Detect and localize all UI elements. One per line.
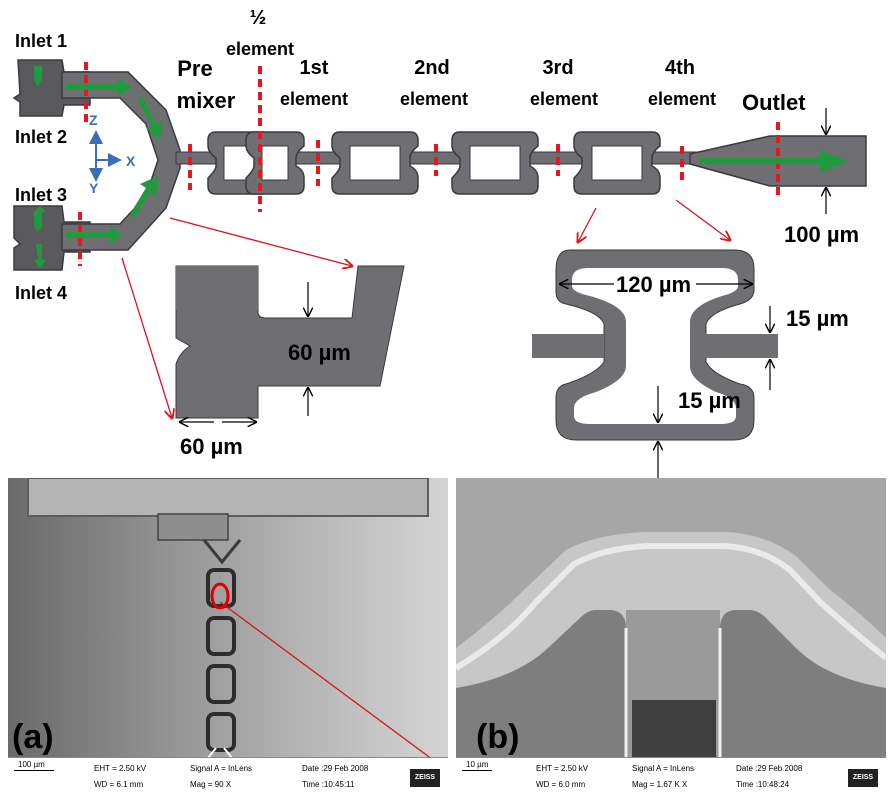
element-3-label: element	[529, 89, 599, 109]
inlet-block-bottom	[13, 205, 91, 271]
wall-width-label: 15 µm	[678, 388, 741, 413]
sem-a-signal: Signal A = InLens	[190, 764, 253, 773]
inlet-1-label: Inlet 1	[15, 31, 68, 51]
pre-mixer-label-line2: mixer	[176, 88, 236, 113]
zeiss-logo: ZEISS	[848, 769, 878, 787]
element-4-label: element	[647, 89, 717, 109]
premix-height-label: 60 µm	[288, 340, 351, 365]
sem-a-scalebar-label: 100 µm	[18, 760, 45, 769]
panel-b-label: (b)	[476, 718, 520, 756]
element-2-ordinal: 2nd	[414, 57, 450, 79]
sem-a-date: Date :29 Feb 2008	[302, 764, 369, 773]
sem-b-info-bar: 10 µm EHT = 2.50 kV WD = 6.0 mm Signal A…	[456, 757, 886, 800]
microfluidic-diagram	[12, 59, 867, 478]
sem-a-scalebar	[14, 764, 54, 771]
axis-triad-icon	[89, 130, 122, 182]
sem-a-info-bar: 100 µm EHT = 2.50 kV WD = 6.1 mm Signal …	[8, 757, 448, 800]
sem-b-scalebar-label: 10 µm	[466, 760, 489, 769]
flow-arrow-icon	[34, 66, 848, 268]
sem-a-mag: Mag = 90 X	[190, 780, 232, 789]
element-detail	[532, 249, 778, 441]
mixing-element-1	[245, 131, 305, 195]
cut-marker-icon	[78, 62, 780, 266]
sem-a-time: Time :10:45:11	[302, 780, 355, 789]
axis-z-label: Z	[89, 112, 98, 128]
sem-panel-b: (b) 10 µm EHT = 2.50 kV WD = 6.0 mm Sign…	[456, 478, 886, 800]
sem-b-eht: EHT = 2.50 kV	[536, 764, 589, 773]
axis-y-label: Y	[89, 180, 99, 196]
half-element-label: element	[225, 39, 295, 59]
outlet-width-label: 100 µm	[784, 222, 860, 247]
dimension-arrows	[180, 108, 826, 478]
pre-mixer-channel	[61, 71, 181, 251]
premix-detail	[175, 265, 405, 419]
axis-x-label: X	[126, 153, 136, 169]
inlet-4-label: Inlet 4	[15, 283, 68, 303]
sem-a-wd: WD = 6.1 mm	[94, 780, 144, 789]
outlet-label: Outlet	[742, 90, 806, 115]
sem-a-image	[27, 478, 432, 758]
element-4-ordinal: 4th	[665, 57, 695, 79]
inlet-2-label: Inlet 2	[15, 127, 68, 147]
sem-b-mag: Mag = 1.67 K X	[632, 780, 688, 789]
element-2-label: element	[399, 89, 469, 109]
sem-b-time: Time :10:48:24	[736, 780, 790, 789]
zeiss-logo: ZEISS	[410, 769, 440, 787]
sem-panel-a: (a) 100 µm EHT = 2.50 kV WD = 6.1 mm Sig…	[8, 478, 448, 800]
sem-b-scalebar	[462, 764, 492, 771]
zoom-line-icon	[121, 199, 730, 418]
mixing-element-4	[573, 131, 661, 195]
panel-a-label: (a)	[12, 718, 54, 756]
element-1-label: element	[279, 89, 349, 109]
inlet-3-label: Inlet 3	[15, 185, 68, 205]
sem-a-eht: EHT = 2.50 kV	[94, 764, 147, 773]
sem-b-wd: WD = 6.0 mm	[536, 780, 586, 789]
mixing-element-3	[451, 131, 539, 195]
element-3-ordinal: 3rd	[542, 57, 574, 79]
mixing-element-2	[331, 131, 419, 195]
element-1-ordinal: 1st	[299, 57, 329, 79]
premix-width-label: 60 µm	[180, 434, 243, 459]
element-width-label: 120 µm	[616, 272, 692, 297]
half-element-symbol: ½	[249, 7, 267, 29]
pre-mixer-label-line1: Pre	[177, 56, 213, 81]
sem-b-date: Date :29 Feb 2008	[736, 764, 803, 773]
channel-width-label: 15 µm	[786, 306, 849, 331]
sem-b-signal: Signal A = InLens	[632, 764, 695, 773]
sem-b-image	[456, 478, 886, 758]
